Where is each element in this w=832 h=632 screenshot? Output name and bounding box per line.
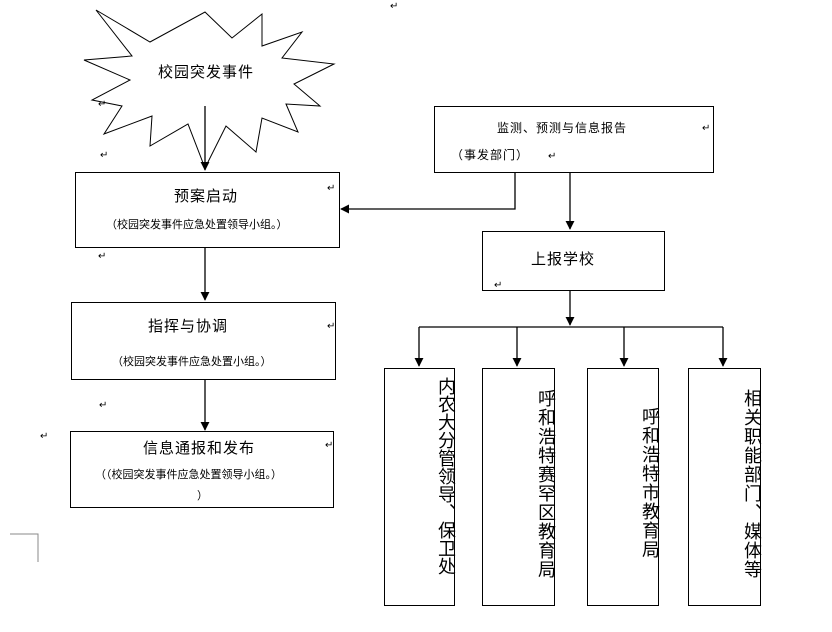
report-school-title: 上报学校 (531, 250, 596, 268)
paragraph-mark: ↵ (98, 99, 107, 110)
event-burst-shape (83, 9, 336, 170)
paragraph-mark: ↵ (390, 1, 399, 12)
command-box: 指挥与协调 （校园突发事件应急处置小组。） (71, 302, 336, 380)
page-corner-mark (10, 533, 39, 562)
paragraph-mark: ↵ (40, 431, 49, 442)
paragraph-mark: ↵ (327, 321, 336, 332)
monitor-subtitle: （事发部门） (451, 148, 530, 162)
plan-start-title: 预案启动 (174, 187, 239, 205)
dept-saihan-box: 呼和浩特赛罕区教育局 (482, 368, 556, 606)
paragraph-mark: ↵ (494, 280, 503, 291)
paragraph-mark: ↵ (702, 123, 711, 134)
info-release-box: 信息通报和发布 （（校园突发事件应急处置领导小组。） ） (70, 431, 334, 508)
dept-neinong-label: 内农大分管领导、保卫处 (435, 377, 456, 575)
dept-saihan-label: 呼和浩特赛罕区教育局 (535, 389, 556, 579)
info-release-title: 信息通报和发布 (143, 439, 256, 457)
connectors (200, 106, 728, 431)
paragraph-mark: ↵ (325, 440, 334, 451)
report-school-box: 上报学校 (482, 231, 665, 291)
info-release-subtitle-line1: （（校园突发事件应急处置领导小组。） (95, 468, 282, 481)
dept-city-box: 呼和浩特市教育局 (587, 368, 660, 606)
monitor-title: 监测、预测与信息报告 (497, 121, 628, 135)
paragraph-mark: ↵ (327, 183, 336, 194)
paragraph-mark: ↵ (99, 400, 108, 411)
paragraph-mark: ↵ (100, 150, 109, 161)
dept-media-label: 相关职能部门、媒体等 (741, 389, 762, 579)
command-subtitle: （校园突发事件应急处置小组。） (112, 355, 272, 368)
monitor-box: 监测、预测与信息报告 （事发部门） (434, 106, 714, 173)
dept-city-label: 呼和浩特市教育局 (639, 407, 660, 559)
dept-neinong-box: 内农大分管领导、保卫处 (384, 368, 456, 606)
plan-start-subtitle: （校园突发事件应急处置领导小组。） (106, 218, 288, 231)
paragraph-mark: ↵ (548, 151, 557, 162)
arrow-monitor-to-plan (340, 173, 516, 214)
command-title: 指挥与协调 (148, 317, 229, 335)
dept-media-box: 相关职能部门、媒体等 (688, 368, 762, 606)
event-burst-label: 校园突发事件 (158, 63, 255, 81)
plan-start-box: 预案启动 （校园突发事件应急处置领导小组。） (75, 172, 340, 248)
info-release-subtitle-line2: ） (197, 489, 208, 502)
paragraph-mark: ↵ (98, 251, 107, 262)
